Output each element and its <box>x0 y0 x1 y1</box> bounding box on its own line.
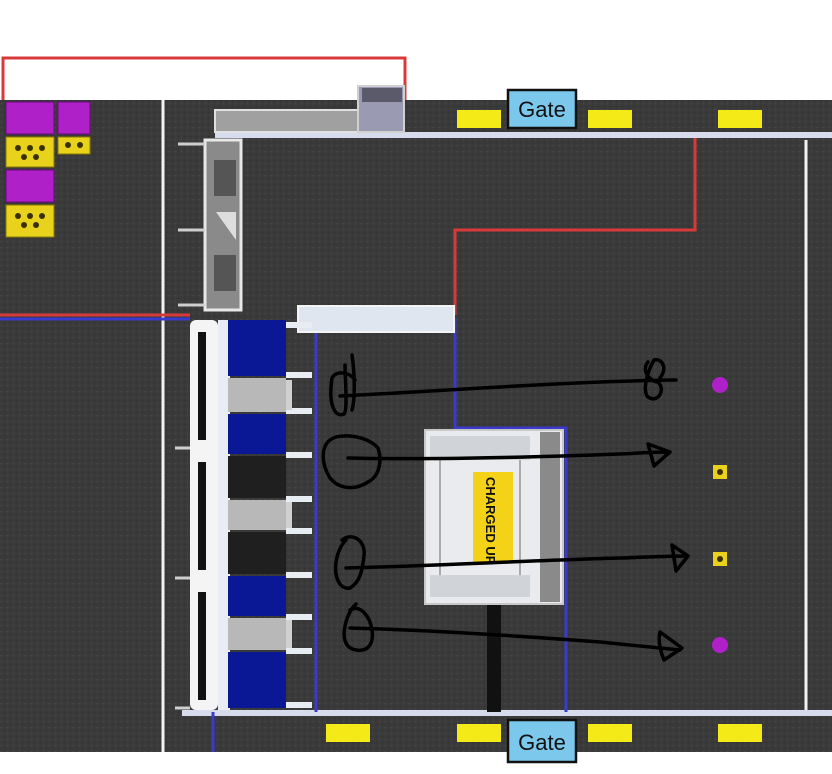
loading-zone-carpet <box>0 100 832 755</box>
single-substation-ramp <box>216 212 236 240</box>
grid-node-3 <box>228 414 286 454</box>
charge-station-label: CHARGED UP <box>483 477 498 565</box>
loading-zone-pieces <box>5 101 91 238</box>
grid-nodes <box>218 320 312 710</box>
substation-shelf <box>214 109 361 133</box>
staged-cube-4 <box>712 637 728 653</box>
drawn-path-3 <box>333 535 690 590</box>
grid-node-8 <box>228 618 286 650</box>
grid-node-6 <box>228 532 286 574</box>
staged-cube-1 <box>712 377 728 393</box>
gate-bottom: Gate <box>506 718 578 764</box>
grid-frame-slot-3 <box>198 592 206 700</box>
single-substation-slot-1 <box>214 160 236 196</box>
drawn-paths <box>321 353 690 662</box>
bottom-background <box>0 752 832 774</box>
gate-bottom-label: Gate <box>518 730 566 755</box>
substation-box-top <box>362 88 402 102</box>
bottom-rail <box>182 710 832 716</box>
community-bar <box>297 305 455 333</box>
drawn-path-1 <box>329 353 678 417</box>
grid-node-5 <box>228 500 286 530</box>
top-markers <box>457 110 762 128</box>
bottom-markers <box>326 724 762 742</box>
grid-node-7 <box>228 576 286 616</box>
grid-frame-slot-1 <box>198 332 206 440</box>
community-blue-line <box>211 318 568 752</box>
staged-cone-3 <box>713 552 727 566</box>
gate-top-label: Gate <box>518 97 566 122</box>
top-rail <box>215 132 832 138</box>
grid-node-1 <box>228 320 286 376</box>
drawn-path-2 <box>321 434 672 490</box>
grid-node-9 <box>228 652 286 708</box>
gate-top: Gate <box>506 88 578 130</box>
red-loading-outline <box>1 56 407 100</box>
top-background <box>0 0 832 100</box>
grid-frame-slot-2 <box>198 462 206 570</box>
drawn-path-4 <box>342 602 684 662</box>
staged-pieces <box>712 377 728 653</box>
staged-cone-2 <box>713 465 727 479</box>
single-substation-slot-2 <box>214 255 236 291</box>
field-red-line <box>453 138 697 315</box>
grid-node-4 <box>228 456 286 498</box>
grid-node-2 <box>228 378 286 412</box>
